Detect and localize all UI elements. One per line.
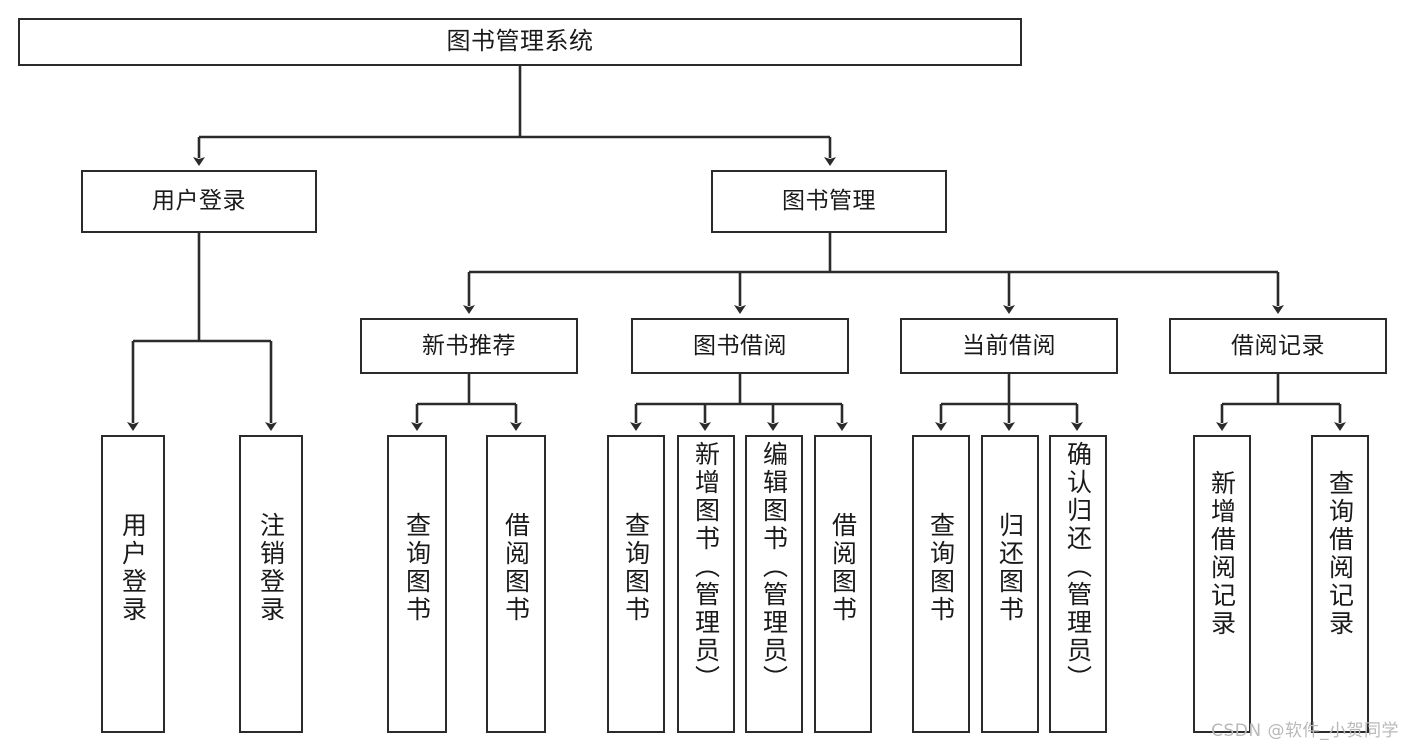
node-leaf-query-record-label: 查询借阅记录 bbox=[1325, 470, 1355, 638]
node-book-mgmt-label: 图书管理 bbox=[782, 188, 876, 215]
node-leaf-borrow-book-2-label: 借阅图书 bbox=[828, 512, 858, 624]
node-root-label: 图书管理系统 bbox=[446, 27, 594, 56]
node-leaf-query-book-3-label: 查询图书 bbox=[926, 512, 956, 624]
node-leaf-query-book-3[interactable]: 查询图书 bbox=[912, 435, 970, 733]
node-leaf-query-book-2[interactable]: 查询图书 bbox=[607, 435, 665, 733]
node-leaf-add-book-label: 新增图书（管理员） bbox=[691, 441, 721, 693]
node-leaf-return-book-label: 归还图书 bbox=[995, 512, 1025, 624]
node-leaf-query-book-1[interactable]: 查询图书 bbox=[387, 435, 447, 733]
node-leaf-borrow-book-2[interactable]: 借阅图书 bbox=[814, 435, 872, 733]
node-leaf-borrow-book-1-label: 借阅图书 bbox=[501, 512, 531, 624]
node-new-book-rec-label: 新书推荐 bbox=[422, 332, 516, 359]
node-leaf-edit-book[interactable]: 编辑图书（管理员） bbox=[745, 435, 803, 733]
node-leaf-confirm-return[interactable]: 确认归还（管理员） bbox=[1049, 435, 1107, 733]
node-user-login-label: 用户登录 bbox=[152, 188, 246, 215]
node-borrow-record-label: 借阅记录 bbox=[1231, 332, 1325, 359]
node-new-book-rec[interactable]: 新书推荐 bbox=[360, 318, 578, 374]
node-leaf-query-book-1-label: 查询图书 bbox=[402, 512, 432, 624]
node-leaf-logout[interactable]: 注销登录 bbox=[239, 435, 303, 733]
node-leaf-edit-book-label: 编辑图书（管理员） bbox=[759, 441, 789, 693]
node-user-login[interactable]: 用户登录 bbox=[81, 170, 317, 233]
node-current-borrow[interactable]: 当前借阅 bbox=[900, 318, 1118, 374]
node-leaf-logout-label: 注销登录 bbox=[256, 512, 286, 624]
node-root[interactable]: 图书管理系统 bbox=[18, 18, 1022, 66]
node-book-borrow-label: 图书借阅 bbox=[693, 332, 787, 359]
node-leaf-user-login[interactable]: 用户登录 bbox=[101, 435, 165, 733]
node-borrow-record[interactable]: 借阅记录 bbox=[1169, 318, 1387, 374]
node-book-mgmt[interactable]: 图书管理 bbox=[711, 170, 947, 233]
node-leaf-add-book[interactable]: 新增图书（管理员） bbox=[677, 435, 735, 733]
node-book-borrow[interactable]: 图书借阅 bbox=[631, 318, 849, 374]
node-current-borrow-label: 当前借阅 bbox=[962, 332, 1056, 359]
node-leaf-return-book[interactable]: 归还图书 bbox=[981, 435, 1039, 733]
node-leaf-query-record[interactable]: 查询借阅记录 bbox=[1311, 435, 1369, 733]
node-leaf-borrow-book-1[interactable]: 借阅图书 bbox=[486, 435, 546, 733]
node-leaf-add-record[interactable]: 新增借阅记录 bbox=[1193, 435, 1251, 733]
node-leaf-query-book-2-label: 查询图书 bbox=[621, 512, 651, 624]
node-leaf-add-record-label: 新增借阅记录 bbox=[1207, 470, 1237, 638]
node-leaf-confirm-return-label: 确认归还（管理员） bbox=[1063, 441, 1093, 693]
node-leaf-user-login-label: 用户登录 bbox=[118, 512, 148, 624]
